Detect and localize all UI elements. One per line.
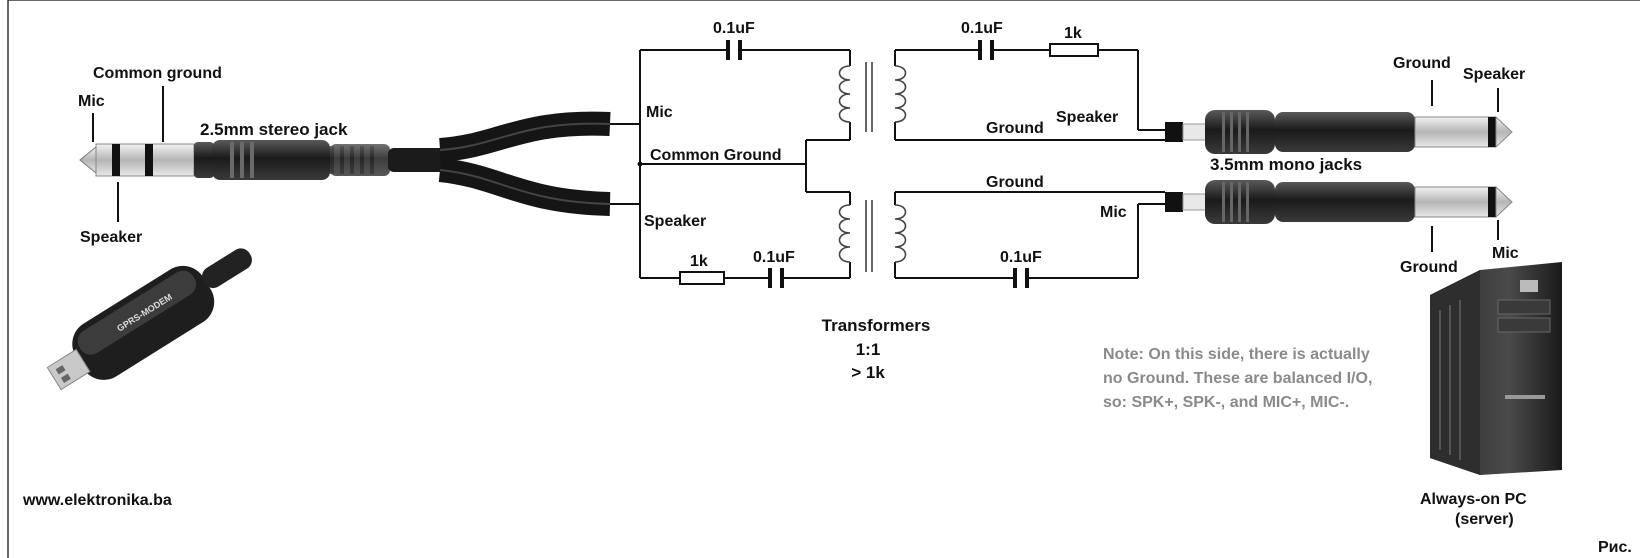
capacitor-top-right: [978, 40, 994, 60]
transformers-ratio-label: 1:1: [856, 340, 881, 359]
cable-common-ground-label: Common Ground: [650, 147, 782, 164]
cable-speaker-label: Speaker: [644, 213, 706, 230]
pc-label-line-2: (server): [1455, 511, 1514, 528]
mic-jack-bottom-label: Mic: [1492, 245, 1519, 262]
mono-jack-bottom: [1165, 180, 1513, 224]
resistor-top: [1049, 43, 1099, 57]
res-bottom-label: 1k: [690, 253, 708, 270]
cap-top-right-label: 0.1uF: [961, 20, 1003, 37]
cap-bottom-left-label: 0.1uF: [753, 249, 795, 266]
ground-jack-bottom-label: Ground: [1400, 259, 1458, 276]
speaker-top-right-label: Speaker: [1056, 109, 1118, 126]
cable-mic-label: Mic: [646, 104, 673, 121]
split-cable: [438, 111, 611, 216]
right-jack-pointers: [1431, 80, 1499, 252]
speaker-left-label: Speaker: [80, 229, 142, 246]
stereo-jack-2-5mm: [79, 140, 448, 180]
capacitor-bottom-right: [1013, 268, 1029, 288]
res-top-label: 1k: [1064, 25, 1082, 42]
transformer-top: [838, 62, 907, 132]
capacitor-top-left: [726, 40, 742, 60]
cap-bottom-right-label: 0.1uF: [1000, 249, 1042, 266]
resistor-bottom: [679, 271, 725, 285]
note-line-1: Note: On this side, there is actually: [1103, 346, 1370, 363]
figure-label: Рис.: [1598, 539, 1632, 556]
website-label: www.elektronika.ba: [22, 492, 172, 509]
transformers-label: Transformers: [822, 316, 931, 335]
pc-label-line-1: Always-on PC: [1420, 491, 1527, 508]
common-ground-left-label: Common ground: [93, 65, 222, 82]
ground-top-label: Ground: [986, 120, 1044, 137]
mono-jacks-label: 3.5mm mono jacks: [1210, 155, 1362, 174]
ground-jack-top-label: Ground: [1393, 55, 1451, 72]
capacitor-bottom-left: [768, 268, 784, 288]
transformers-impedance-label: > 1k: [851, 363, 885, 382]
note-line-2: no Ground. These are balanced I/O,: [1103, 370, 1372, 387]
mic-left-label: Mic: [78, 93, 105, 110]
diagram-frame: [7, 0, 1640, 558]
mic-bottom-right-label: Mic: [1100, 204, 1127, 221]
transformer-bottom: [838, 200, 907, 272]
circuit-wires: [610, 49, 1165, 279]
left-jack-pointers: [92, 86, 164, 222]
note-line-3: so: SPK+, SPK-, and MIC+, MIC-.: [1103, 394, 1349, 411]
cap-top-left-label: 0.1uF: [713, 20, 755, 37]
pc-tower-image: [1430, 262, 1562, 475]
gprs-modem-image: GPRS-MODEM: [46, 248, 252, 391]
stereo-jack-label: 2.5mm stereo jack: [200, 120, 348, 139]
speaker-jack-top-label: Speaker: [1463, 66, 1525, 83]
ground-bottom-label: Ground: [986, 174, 1044, 191]
mono-jack-top: [1165, 110, 1513, 154]
